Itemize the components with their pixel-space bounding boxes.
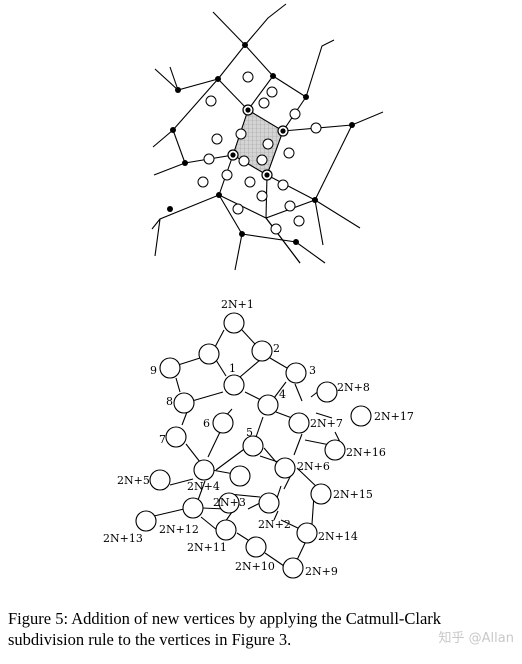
node-2N+13 [135,510,157,532]
label-2N+7: 2N+7 [310,417,343,430]
node-2N+10 [245,536,267,558]
figure-diagram: 2N+1 1 2 3 4 5 6 7 8 9 2N+5 2N+13 2N+12 … [103,3,414,579]
label-2N+14: 2N+14 [318,530,358,543]
node-2N+11 [215,519,237,541]
label-2N+11: 2N+11 [187,541,227,554]
node-2N+1 [223,312,245,334]
label-6: 6 [203,417,210,430]
label-2N+1: 2N+1 [221,298,254,311]
node-2N+6 [274,457,296,479]
node-2N+15 [310,483,332,505]
node-2N+9 [282,557,304,579]
node-6 [212,412,234,434]
label-4: 4 [279,388,286,401]
label-7: 7 [159,433,166,446]
label-2: 2 [273,342,280,355]
node-2N+17 [350,405,372,427]
label-2N+12: 2N+12 [159,523,199,536]
label-8: 8 [166,395,173,408]
label-9: 9 [150,364,157,377]
node-left-a [198,343,220,365]
upper-mesh [151,3,384,271]
watermark: 知乎 @Allan [438,631,514,646]
node-2 [251,340,273,362]
label-2N+4: 2N+4 [187,480,220,493]
node-5 [242,435,264,457]
label-2N+5: 2N+5 [117,474,150,487]
label-2N+6: 2N+6 [297,460,330,473]
label-2N+17: 2N+17 [374,410,414,423]
node-9 [159,357,181,379]
label-2N+10: 2N+10 [235,560,275,573]
face-corner-vertices [227,104,289,181]
node-2N+7 [288,412,310,434]
figure-caption: Figure 5: Addition of new vertices by ap… [8,609,442,649]
node-2N+3 [218,492,240,514]
node-4 [257,394,279,416]
node-2N+5 [149,469,171,491]
label-5: 5 [246,426,253,439]
new-vertices-upper [197,71,322,235]
node-1 [223,374,245,396]
label-2N+15: 2N+15 [333,488,373,501]
label-1: 1 [229,362,236,375]
node-8 [173,392,195,414]
node-3 [285,362,307,384]
mesh-vertices [167,42,355,245]
label-2N+16: 2N+16 [346,446,386,459]
node-2N+8 [316,381,338,403]
node-mid-a [229,465,251,487]
node-2N+2 [258,492,280,514]
node-2N+4 [193,459,215,481]
node-7 [165,426,187,448]
node-2N+14 [296,522,318,544]
node-2N+16 [324,439,346,461]
label-2N+9: 2N+9 [305,565,338,578]
shaded-face [233,110,283,175]
label-2N+3: 2N+3 [213,496,246,509]
node-labels: 2N+1 1 2 3 4 5 6 7 8 9 2N+5 2N+13 2N+12 … [103,298,414,578]
label-2N+13: 2N+13 [103,532,143,545]
lower-graph-edges [153,329,343,567]
node-2N+12 [182,497,204,519]
label-2N+2: 2N+2 [258,518,291,531]
label-2N+8: 2N+8 [337,381,370,394]
lower-graph-nodes [135,312,372,579]
label-3: 3 [309,364,316,377]
